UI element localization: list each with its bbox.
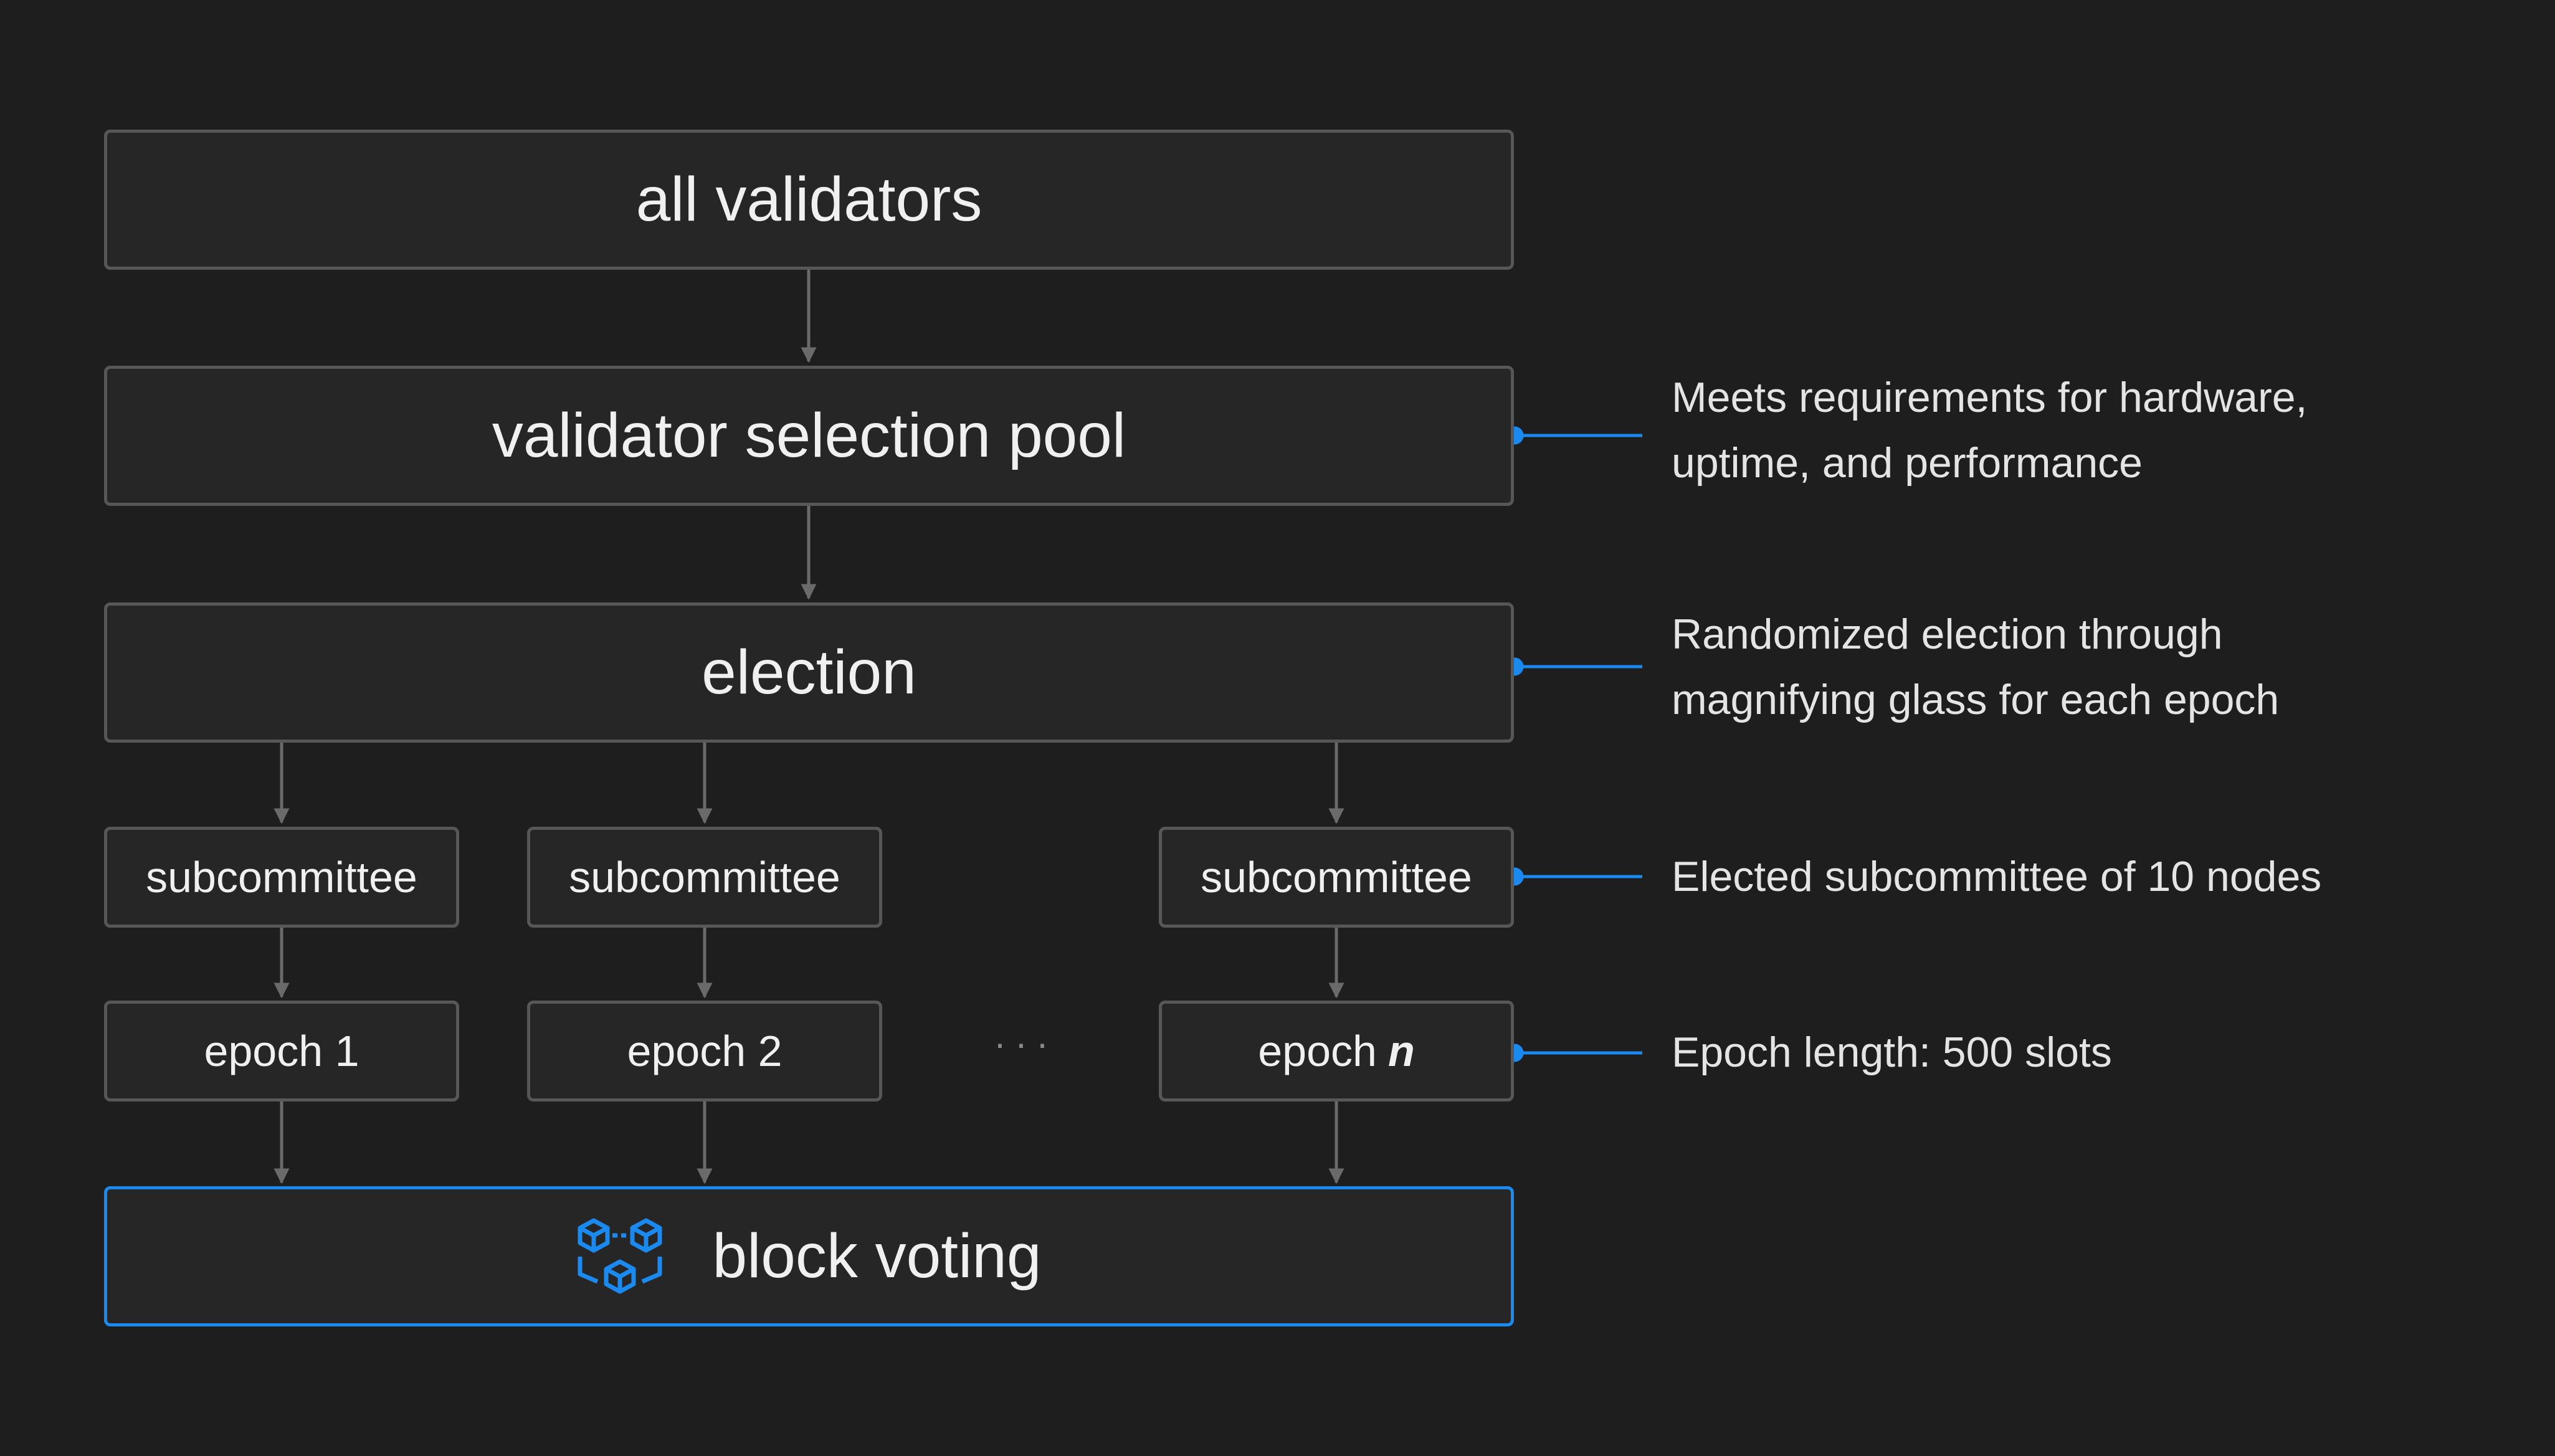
annotation-subcommittee-line-1: Elected subcommittee of 10 nodes bbox=[1672, 853, 2322, 900]
node-validator-selection-pool: validator selection pool bbox=[104, 366, 1514, 506]
connected-blocks-icon bbox=[576, 1213, 664, 1300]
node-epoch-1: epoch 1 bbox=[104, 1001, 459, 1102]
node-epoch-n: epoch n bbox=[1159, 1001, 1514, 1102]
node-block-voting-label: block voting bbox=[712, 1221, 1042, 1291]
node-subcommittee-n-label: subcommittee bbox=[1201, 853, 1472, 902]
annotation-election-line-1: Randomized election through bbox=[1672, 611, 2223, 658]
epoch-ellipsis: ··· bbox=[994, 1022, 1057, 1064]
node-epoch-n-label: epoch bbox=[1258, 1027, 1377, 1075]
node-election-label: election bbox=[702, 637, 916, 707]
node-all-validators-label: all validators bbox=[635, 164, 983, 234]
node-subcommittee-1-label: subcommittee bbox=[146, 853, 417, 902]
node-epoch-2: epoch 2 bbox=[527, 1001, 882, 1102]
node-epoch-n-variable: n bbox=[1387, 1027, 1415, 1075]
node-epoch-2-label: epoch 2 bbox=[627, 1027, 783, 1075]
node-selection-pool-label: validator selection pool bbox=[492, 401, 1126, 470]
node-subcommittee-2: subcommittee bbox=[527, 827, 882, 928]
annotation-epoch-line-1: Epoch length: 500 slots bbox=[1672, 1029, 2112, 1076]
node-subcommittee-n: subcommittee bbox=[1159, 827, 1514, 928]
node-election: election bbox=[104, 602, 1514, 743]
annotation-election-line-2: magnifying glass for each epoch bbox=[1672, 676, 2280, 723]
annotation-epoch: Epoch length: 500 slots bbox=[1672, 1020, 2112, 1085]
annotation-election: Randomized election through magnifying g… bbox=[1672, 602, 2279, 733]
node-epoch-1-label: epoch 1 bbox=[204, 1027, 359, 1075]
annotation-selection-pool: Meets requirements for hardware, uptime,… bbox=[1672, 365, 2307, 496]
annotation-subcommittee: Elected subcommittee of 10 nodes bbox=[1672, 844, 2321, 910]
annotation-selection-pool-line-1: Meets requirements for hardware, bbox=[1672, 374, 2308, 421]
node-block-voting: block voting bbox=[104, 1186, 1514, 1326]
node-subcommittee-1: subcommittee bbox=[104, 827, 459, 928]
annotation-selection-pool-line-2: uptime, and performance bbox=[1672, 439, 2143, 487]
node-all-validators: all validators bbox=[104, 130, 1514, 270]
node-subcommittee-2-label: subcommittee bbox=[569, 853, 840, 902]
